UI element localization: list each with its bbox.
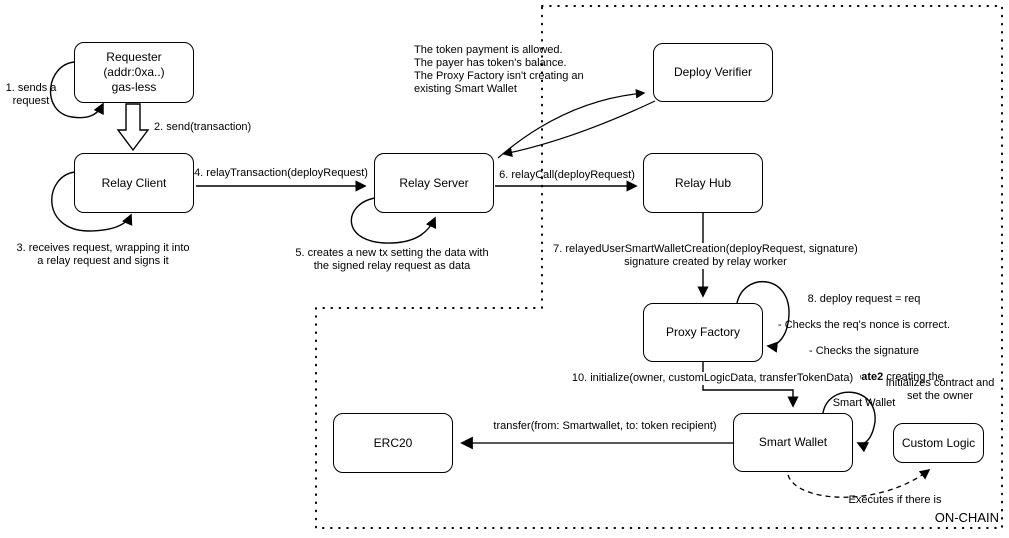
node-relay-client-label: Relay Client — [101, 175, 167, 190]
node-requester-label: Requester (addr:0xa..) gas-less — [103, 50, 165, 94]
label-verifier-note: The token payment is allowed. The payer … — [414, 44, 584, 95]
relay-client-self-loop-arrow — [51, 171, 133, 232]
node-custom-logic: Custom Logic — [893, 423, 984, 463]
node-smart-wallet: Smart Wallet — [733, 413, 853, 472]
relay-server-self-loop-arrow — [350, 197, 437, 244]
label-executes-note: Executes if there is — [848, 494, 942, 506]
node-relay-hub: Relay Hub — [643, 153, 763, 213]
node-erc20-label: ERC20 — [373, 435, 413, 450]
node-relay-hub-label: Relay Hub — [674, 175, 732, 190]
label-step8-line3: - Checks the signature — [808, 345, 920, 357]
proxy-factory-self-loop-arrow — [736, 280, 790, 353]
label-step8-line1: 8. deploy request = req — [807, 293, 921, 305]
label-step3: 3. receives request, wrapping it into a … — [16, 242, 190, 267]
label-step6: 6. relayCall(deployRequest) — [499, 169, 635, 181]
label-step5: 5. creates a new tx setting the data wit… — [295, 247, 489, 272]
node-deploy-verifier-label: Deploy Verifier — [673, 65, 753, 79]
smart-wallet-self-loop-arrow — [822, 391, 876, 453]
label-step1: 1. sends a request — [5, 82, 57, 107]
onchain-boundary — [315, 5, 1003, 529]
label-step7: 7. relayedUserSmartWalletCreation(deploy… — [548, 243, 863, 269]
node-proxy-factory-label: Proxy Factory — [665, 325, 740, 339]
executes-dashed-arrow — [787, 469, 931, 498]
node-smart-wallet-label: Smart Wallet — [758, 435, 828, 449]
node-deploy-verifier: Deploy Verifier — [653, 43, 773, 102]
node-relay-server: Relay Server — [374, 153, 494, 213]
label-init-note: Initializes contract and set the owner — [885, 377, 995, 402]
node-relay-server-label: Relay Server — [399, 175, 469, 190]
node-proxy-factory: Proxy Factory — [643, 303, 763, 362]
node-requester: Requester (addr:0xa..) gas-less — [74, 42, 194, 103]
label-step9-line2: Smart Wallet — [832, 397, 896, 409]
deploy-verifier-to-relay-server-arrow — [502, 100, 656, 158]
send-transaction-block-arrow — [116, 103, 150, 152]
label-step4: 4. relayTransaction(deployRequest) — [194, 167, 368, 179]
node-erc20: ERC20 — [333, 413, 453, 473]
requester-self-loop-arrow — [49, 61, 104, 119]
node-relay-client: Relay Client — [74, 153, 194, 213]
label-step2: 2. send(transaction) — [154, 121, 252, 133]
node-custom-logic-label: Custom Logic — [901, 435, 976, 450]
label-transfer: transfer(from: Smartwallet, to: token re… — [493, 420, 717, 432]
label-step9-post: creating the — [883, 371, 944, 383]
label-step10: 10. initialize(owner, customLogicData, t… — [565, 372, 860, 385]
label-onchain-region: ON-CHAIN — [934, 510, 999, 525]
relay-server-to-deploy-verifier-arrow — [497, 88, 646, 159]
label-step8-line2: - Checks the req's nonce is correct. — [777, 319, 951, 331]
